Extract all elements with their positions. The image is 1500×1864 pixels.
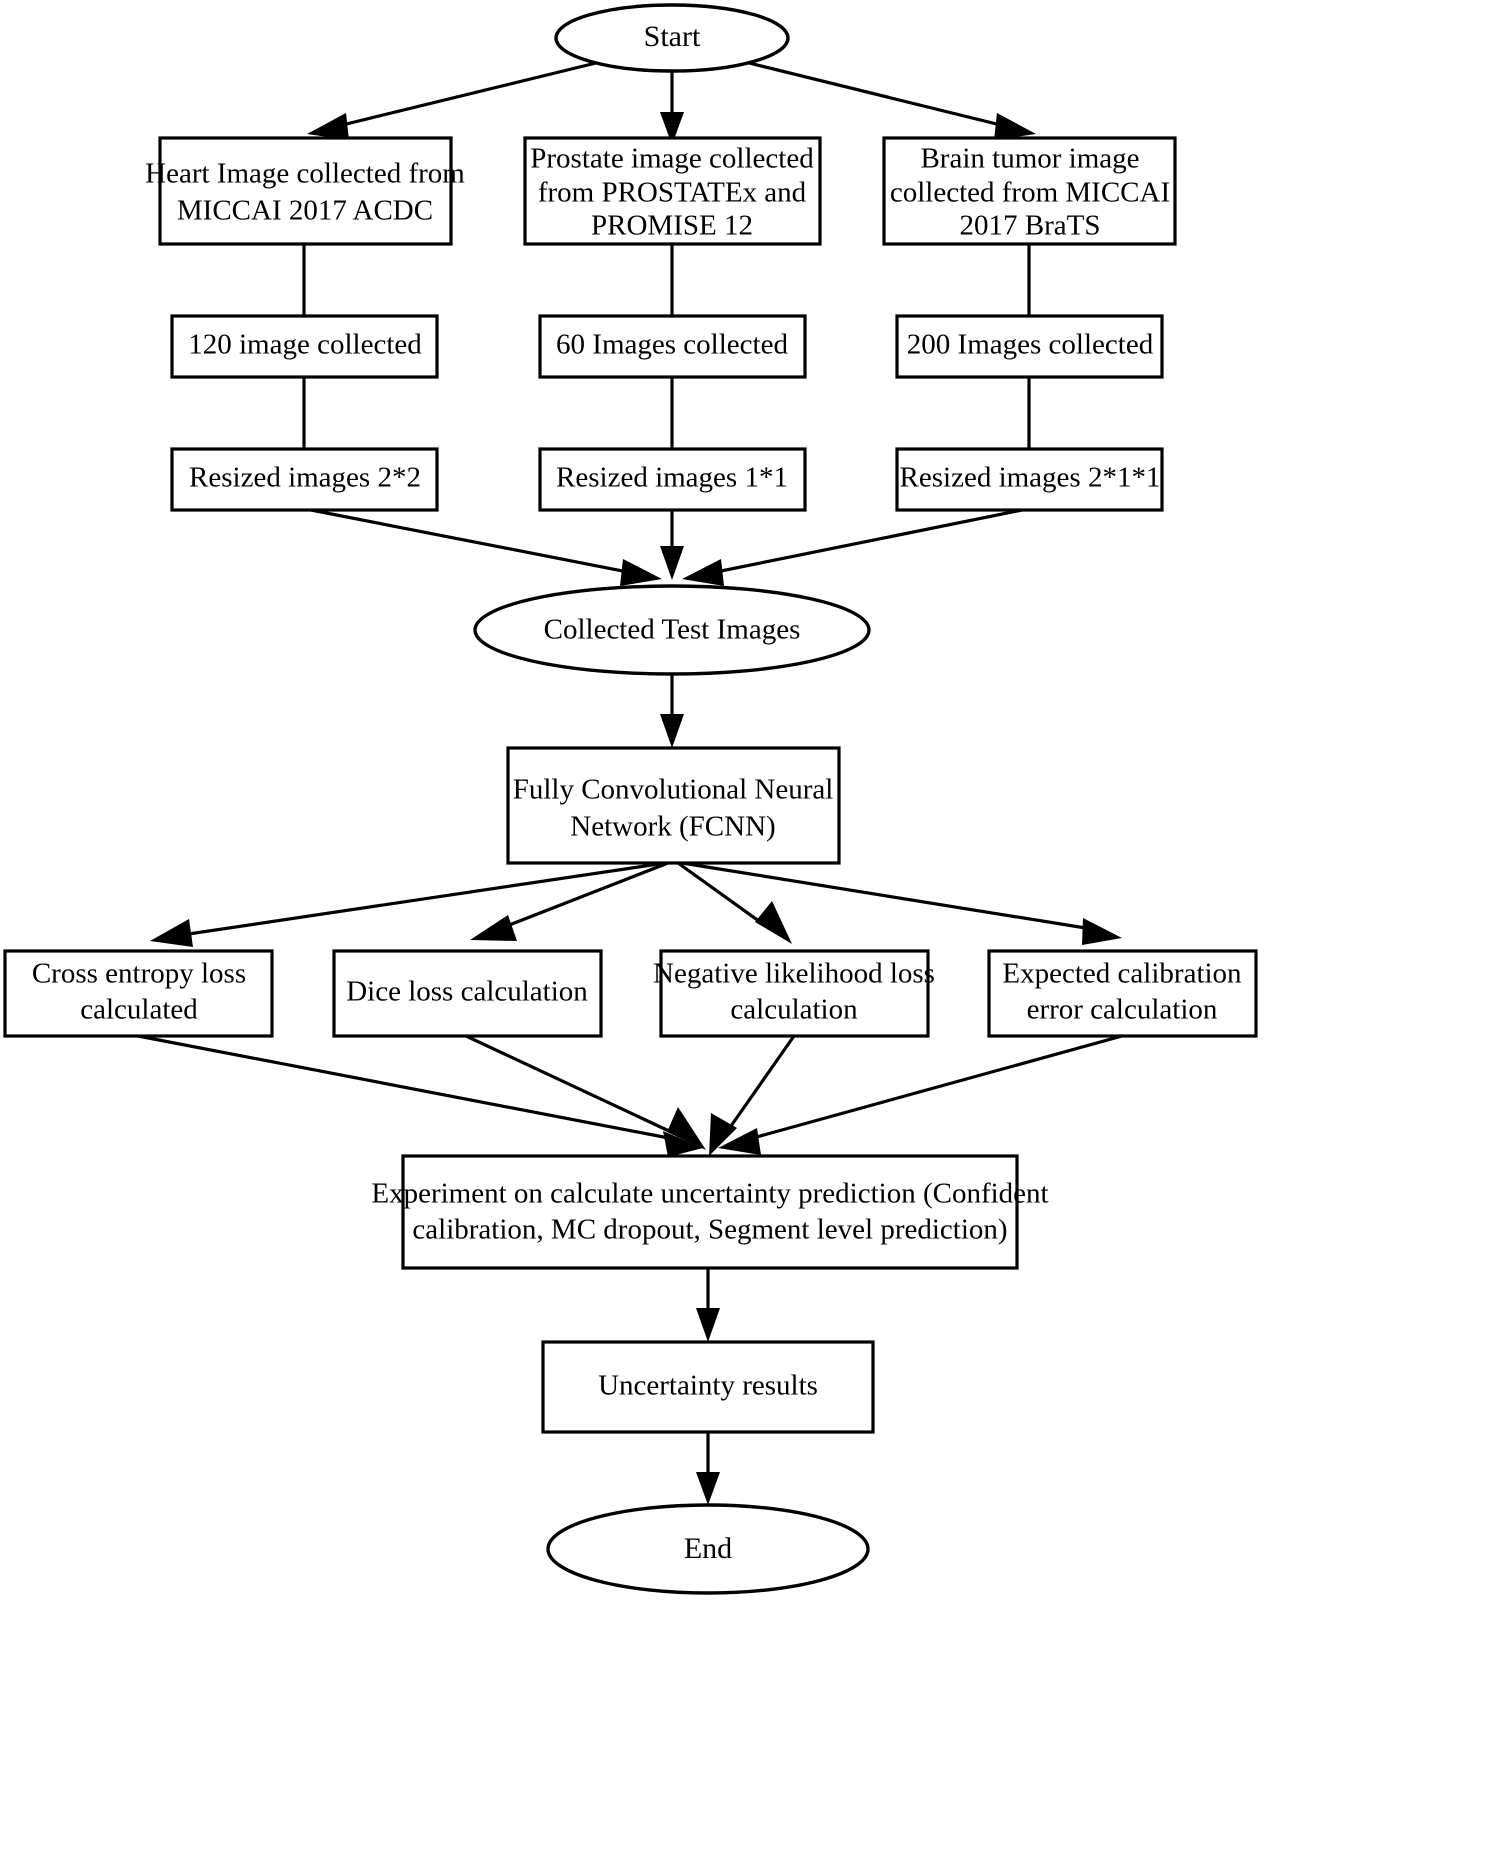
node-prostate-source-line1: Prostate image collected	[530, 143, 814, 175]
node-heart-resize[interactable]: Resized images 2*2	[170, 447, 439, 512]
edge-dice-to-experiment	[465, 1034, 706, 1150]
node-neg-likelihood-line1: Negative likelihood loss	[653, 958, 935, 990]
edge-start-to-heart	[307, 60, 601, 140]
node-neg-likelihood-line2: calculation	[730, 994, 858, 1026]
node-brain-count[interactable]: 200 Images collected	[895, 314, 1164, 379]
node-heart-source[interactable]: Heart Image collected from MICCAI 2017 A…	[145, 136, 465, 246]
node-fcnn-line1: Fully Convolutional Neural	[513, 774, 834, 806]
node-brain-source-line2: collected from MICCAI	[890, 177, 1170, 209]
node-fcnn-line2: Network (FCNN)	[570, 811, 775, 843]
node-brain-resize[interactable]: Resized images 2*1*1	[895, 447, 1164, 512]
node-experiment[interactable]: Experiment on calculate uncertainty pred…	[371, 1154, 1049, 1270]
node-experiment-line2: calibration, MC dropout, Segment level p…	[412, 1214, 1007, 1246]
edge-cross-entropy-to-experiment	[137, 1034, 703, 1157]
edge-fcnn-to-cross-entropy	[150, 861, 666, 947]
node-prostate-source[interactable]: Prostate image collected from PROSTATEx …	[523, 136, 822, 246]
edge-fcnn-to-neg-likelihood	[677, 861, 792, 944]
node-expected-calibration-line2: error calculation	[1027, 994, 1218, 1026]
edge-fcnn-to-dice	[470, 861, 669, 941]
nodes-layer: Start Heart Image collected from MICCAI …	[3, 3, 1258, 1595]
node-prostate-count[interactable]: 60 Images collected	[538, 314, 807, 379]
node-brain-source-line3: 2017 BraTS	[960, 210, 1101, 242]
edge-start-to-prostate	[660, 68, 684, 145]
edge-heart-resize-to-collected	[310, 508, 662, 586]
node-heart-count-label: 120 image collected	[188, 329, 422, 361]
node-start[interactable]: Start	[554, 3, 790, 73]
node-expected-calibration-error[interactable]: Expected calibration error calculation	[987, 949, 1258, 1038]
edge-prostate-resize-to-collected	[660, 510, 684, 580]
node-uncertainty-results[interactable]: Uncertainty results	[541, 1340, 875, 1434]
node-cross-entropy-loss[interactable]: Cross entropy loss calculated	[3, 949, 274, 1038]
node-brain-resize-label: Resized images 2*1*1	[900, 462, 1161, 494]
edge-neg-likelihood-to-experiment	[709, 1035, 796, 1156]
node-brain-source-line1: Brain tumor image	[920, 143, 1139, 175]
node-heart-source-line2: MICCAI 2017 ACDC	[177, 195, 433, 227]
node-expected-calibration-line1: Expected calibration	[1002, 958, 1242, 990]
node-brain-source[interactable]: Brain tumor image collected from MICCAI …	[882, 136, 1177, 246]
node-heart-count[interactable]: 120 image collected	[170, 314, 439, 379]
node-end[interactable]: End	[546, 1503, 870, 1595]
node-heart-resize-label: Resized images 2*2	[189, 462, 421, 494]
node-dice-loss[interactable]: Dice loss calculation	[332, 949, 603, 1038]
node-end-label: End	[684, 1532, 732, 1565]
node-uncertainty-results-label: Uncertainty results	[598, 1370, 818, 1402]
edge-collected-to-fcnn	[660, 672, 684, 748]
edge-expected-calibration-to-experiment	[718, 1034, 1123, 1155]
node-prostate-count-label: 60 Images collected	[556, 329, 788, 361]
edge-uncertainty-to-end	[696, 1432, 720, 1505]
node-collected-test-images[interactable]: Collected Test Images	[473, 584, 871, 676]
node-start-label: Start	[644, 20, 701, 53]
node-heart-source-line1: Heart Image collected from	[145, 158, 465, 190]
edge-brain-resize-to-collected	[682, 508, 1023, 586]
edge-experiment-to-uncertainty	[696, 1268, 720, 1342]
node-prostate-resize[interactable]: Resized images 1*1	[538, 447, 807, 512]
node-negative-likelihood-loss[interactable]: Negative likelihood loss calculation	[653, 949, 935, 1038]
node-prostate-source-line2: from PROSTATEx and	[538, 177, 807, 209]
node-collected-test-images-label: Collected Test Images	[544, 614, 801, 646]
node-brain-count-label: 200 Images collected	[907, 329, 1154, 361]
node-cross-entropy-line2: calculated	[80, 994, 198, 1026]
node-prostate-source-line3: PROMISE 12	[591, 210, 753, 242]
node-fcnn[interactable]: Fully Convolutional Neural Network (FCNN…	[506, 746, 841, 865]
node-prostate-resize-label: Resized images 1*1	[556, 462, 788, 494]
node-experiment-line1: Experiment on calculate uncertainty pred…	[371, 1178, 1048, 1210]
node-cross-entropy-line1: Cross entropy loss	[32, 958, 246, 990]
node-dice-loss-label: Dice loss calculation	[346, 976, 588, 1008]
edge-fcnn-to-expected-calibration	[681, 861, 1122, 945]
edge-start-to-brain	[744, 60, 1036, 140]
